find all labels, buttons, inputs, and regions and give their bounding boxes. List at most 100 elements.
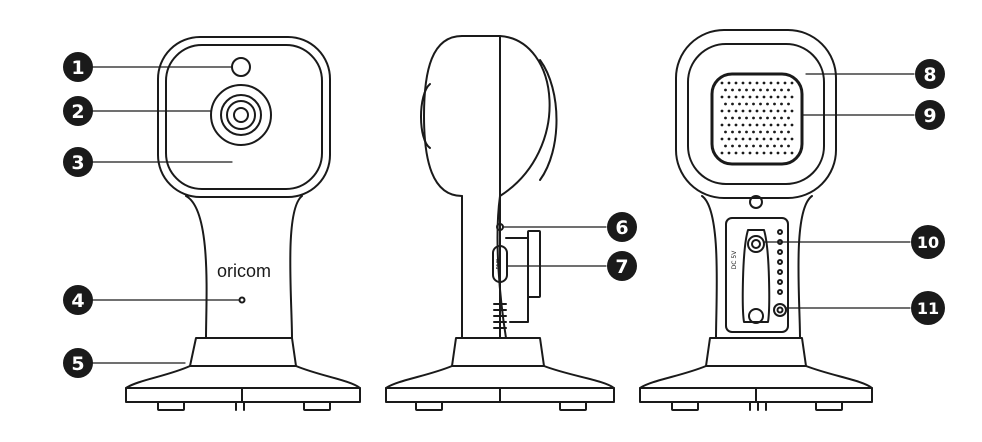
grille-dot [741, 95, 745, 99]
grille-dot [724, 102, 727, 106]
grille-dot [759, 144, 762, 148]
callout-badge [607, 251, 637, 281]
grille-dot [773, 130, 776, 134]
indicator-dot [777, 249, 783, 255]
grille-dot [769, 109, 773, 113]
pair-button-label: PAIR [496, 258, 502, 270]
grille-dot [776, 109, 780, 113]
reset-hole [773, 303, 787, 317]
lens-outer [210, 84, 272, 146]
grille-dot [759, 130, 762, 134]
grille-dot [755, 95, 759, 99]
grille-dot [738, 102, 741, 106]
grille-dot [762, 109, 766, 113]
grille-dot [727, 151, 731, 155]
port-panel [725, 217, 789, 333]
callout-badge [63, 147, 93, 177]
grille-dot [720, 151, 724, 155]
grille-dot [762, 81, 766, 85]
callout-badge [915, 100, 945, 130]
grille-dot [762, 123, 766, 127]
indicator-dot [777, 259, 783, 265]
grille-dot [766, 102, 769, 106]
grille-dot [769, 151, 773, 155]
grille-dot [734, 81, 738, 85]
grille-dot [755, 109, 759, 113]
grille-dot [769, 81, 773, 85]
side-head-front [423, 35, 463, 197]
grille-dot [787, 116, 790, 120]
screw-hole [748, 308, 764, 324]
side-port [527, 230, 541, 298]
grille-dot [780, 102, 783, 106]
grille-dot [773, 102, 776, 106]
callout-11: 11 [911, 291, 945, 325]
grille-dot [727, 81, 731, 85]
dc-port [747, 235, 765, 253]
grille-dot [776, 81, 780, 85]
grille-dot [745, 130, 748, 134]
grille-dot [773, 88, 776, 92]
grille-dot [759, 116, 762, 120]
grille-dot [748, 81, 752, 85]
grille-dot [720, 109, 724, 113]
grille-dot [783, 123, 787, 127]
grille-dot [748, 123, 752, 127]
grille-dot [766, 88, 769, 92]
back-view [639, 29, 873, 411]
grille-dot [790, 81, 794, 85]
grille-dot [790, 137, 794, 141]
grille-dot [780, 116, 783, 120]
grille-dot [759, 88, 762, 92]
callout-4: 4 [63, 285, 93, 315]
front-foot-right [303, 401, 331, 411]
grille-dot [790, 123, 794, 127]
grille-dot [745, 102, 748, 106]
callout-number: 1 [71, 57, 84, 79]
callout-number: 9 [923, 105, 936, 127]
grille-dot [783, 81, 787, 85]
lens-ring-inner [226, 100, 256, 130]
power-button [749, 195, 763, 209]
callout-number: 2 [71, 101, 84, 123]
grille-dot [752, 130, 755, 134]
indicator-dot [777, 289, 783, 295]
reset-hole-inner [776, 306, 784, 314]
side-port-mount [505, 237, 529, 323]
grille-dot [755, 123, 759, 127]
grille-dot [734, 137, 738, 141]
grille-dot [769, 95, 773, 99]
callout-8: 8 [915, 59, 945, 89]
grille-dot [769, 137, 773, 141]
callout-1: 1 [63, 52, 93, 82]
grille-dot [724, 130, 727, 134]
grille-dot [727, 137, 731, 141]
grille-dot [727, 109, 731, 113]
side-base [385, 337, 615, 403]
callout-5: 5 [63, 348, 93, 378]
grille-dot [776, 95, 780, 99]
grille-dot [731, 116, 734, 120]
grille-dot [745, 144, 748, 148]
callout-3: 3 [63, 147, 93, 177]
grille-dot [731, 144, 734, 148]
grille-dot [752, 116, 755, 120]
grille-dot [769, 123, 773, 127]
front-foot-left [157, 401, 185, 411]
grille-dot [755, 151, 759, 155]
side-head-rear-curve [539, 59, 558, 181]
callout-badge [911, 225, 945, 259]
side-lens-bulge [420, 83, 431, 149]
grille-dot [734, 109, 738, 113]
grille-dot [752, 102, 755, 106]
grille-dot [738, 130, 741, 134]
grille-dot [783, 137, 787, 141]
side-view [385, 35, 615, 411]
grille-dot [741, 137, 745, 141]
grille-dot [724, 144, 727, 148]
grille-dot [738, 144, 741, 148]
grille-dot [787, 102, 790, 106]
lens-center [233, 107, 249, 123]
callout-badge [63, 52, 93, 82]
